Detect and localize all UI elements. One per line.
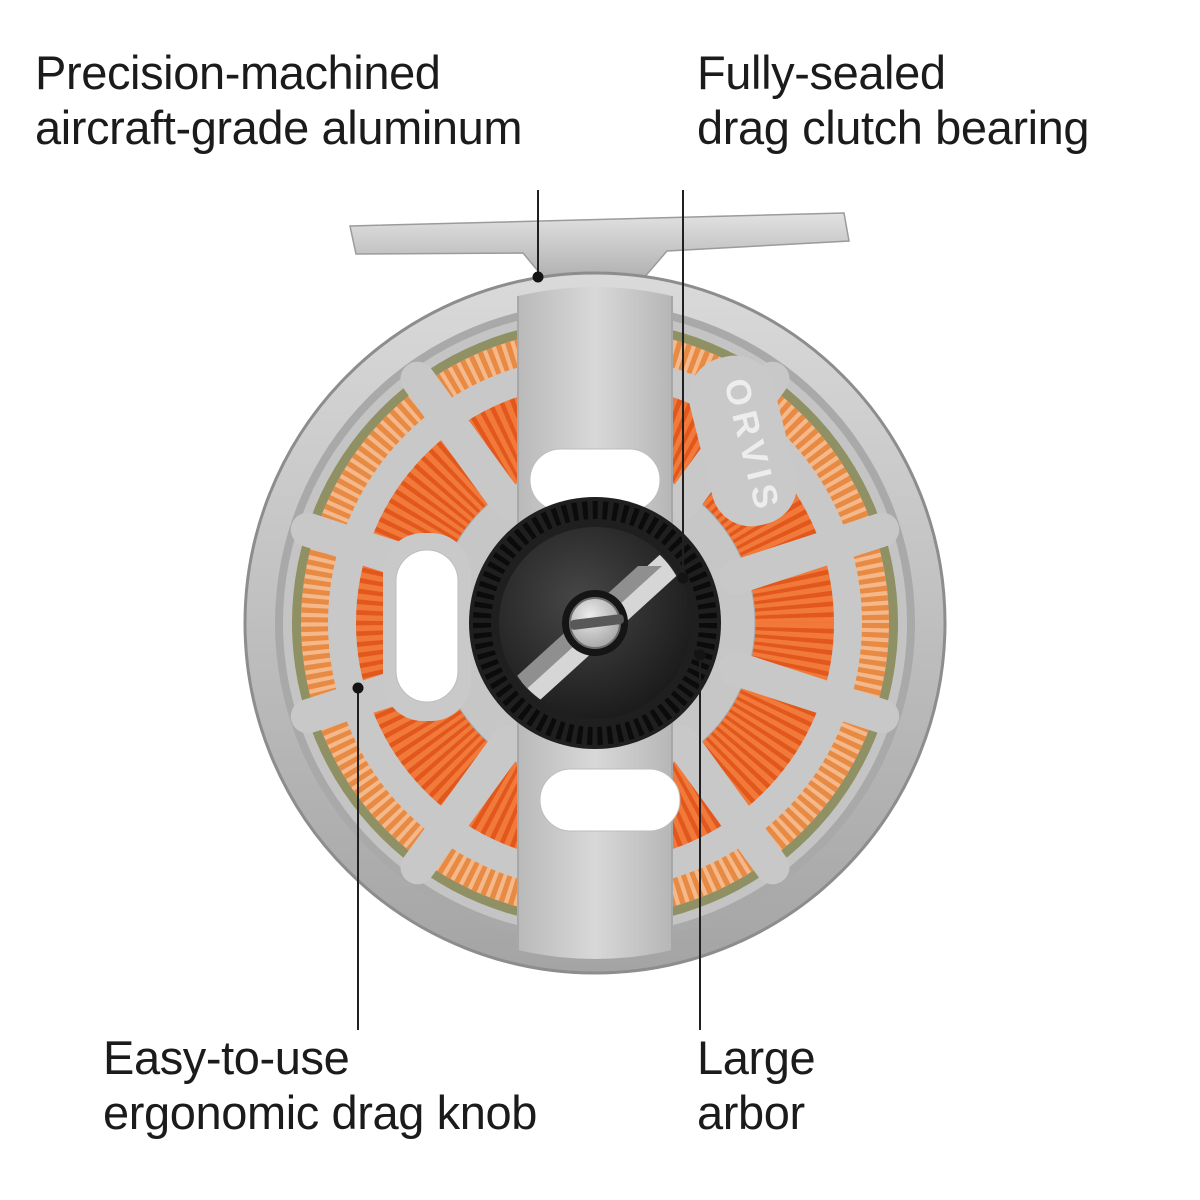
callout-label-knob-line2: ergonomic drag knob	[103, 1086, 537, 1140]
callout-dot-knob	[352, 682, 364, 694]
callout-label-aluminum: Precision-machined aircraft-grade alumin…	[35, 45, 523, 156]
drag-knob-knurl	[473, 501, 717, 745]
callout-label-aluminum-line2: aircraft-grade aluminum	[35, 101, 523, 155]
spool-spoke	[718, 651, 900, 734]
callout-dot-arbor	[694, 649, 706, 661]
brand-panel	[688, 355, 798, 527]
callout-dot-aluminum	[532, 271, 544, 283]
callout-label-arbor: Large arbor	[697, 1030, 816, 1141]
callout-label-knob-line1: Easy-to-use	[103, 1031, 350, 1084]
callout-label-arbor-line2: arbor	[697, 1086, 805, 1140]
drag-hub	[469, 497, 721, 749]
callout-label-bearing-line2: drag clutch bearing	[697, 101, 1090, 155]
callout-label-knob: Easy-to-use ergonomic drag knob	[103, 1030, 537, 1141]
callout-label-bearing-line1: Fully-sealed	[697, 46, 946, 99]
screw-slot	[570, 614, 624, 630]
callout-label-aluminum-line1: Precision-machined	[35, 46, 441, 99]
spool-spoke	[400, 361, 525, 521]
callout-label-arbor-line1: Large	[697, 1031, 816, 1084]
cutout-lower	[539, 768, 681, 832]
cutout-left	[395, 549, 459, 703]
spool-spoke	[665, 725, 790, 885]
callout-dot-bearing	[677, 572, 689, 584]
callout-lines	[357, 190, 701, 1030]
fly-line-texture-inner	[345, 373, 845, 873]
spool-spoke	[400, 725, 525, 885]
callout-label-bearing: Fully-sealed drag clutch bearing	[697, 45, 1090, 156]
spool-spoke	[718, 512, 900, 595]
